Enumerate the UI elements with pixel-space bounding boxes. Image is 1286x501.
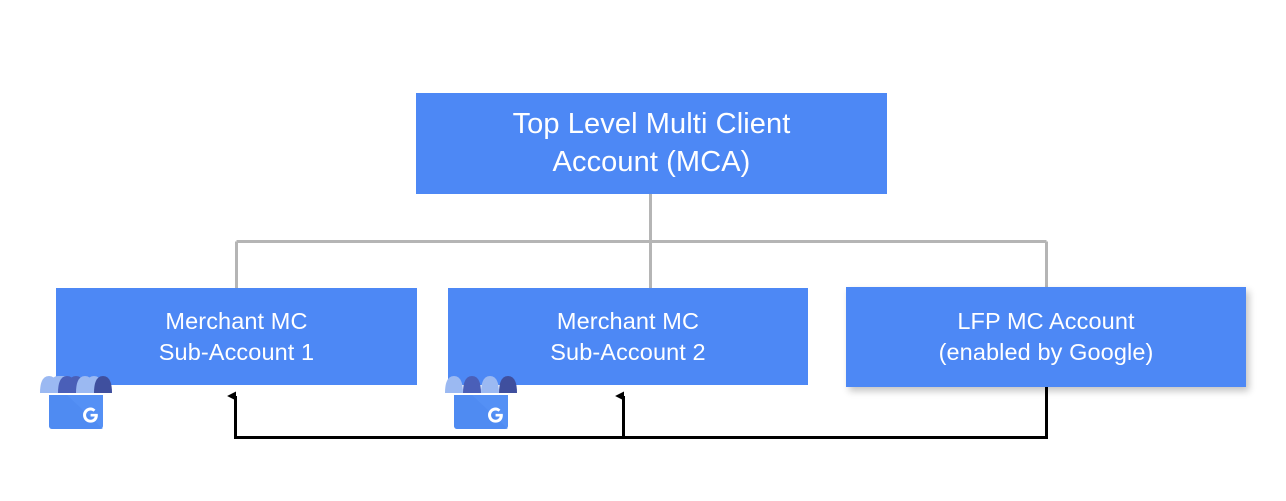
node-lfp-mc-account[interactable]: LFP MC Account (enabled by Google) [846,287,1246,387]
node-merchant-sub-account-1[interactable]: Merchant MC Sub-Account 1 [56,288,417,385]
node-lfp-mc-account-label: LFP MC Account (enabled by Google) [938,308,1154,365]
google-my-business-icon [445,376,517,429]
node-merchant-sub-account-2-label: Merchant MC Sub-Account 2 [550,307,706,365]
google-my-business-icon [40,376,112,429]
node-merchant-sub-account-2[interactable]: Merchant MC Sub-Account 2 [448,288,808,385]
node-top-level-mca-label: Top Level Multi Client Account (MCA) [512,107,791,178]
node-top-level-mca[interactable]: Top Level Multi Client Account (MCA) [416,93,887,194]
node-merchant-sub-account-1-label: Merchant MC Sub-Account 1 [158,307,315,365]
flow-edge-lfp-to-sub1 [227,387,1048,439]
